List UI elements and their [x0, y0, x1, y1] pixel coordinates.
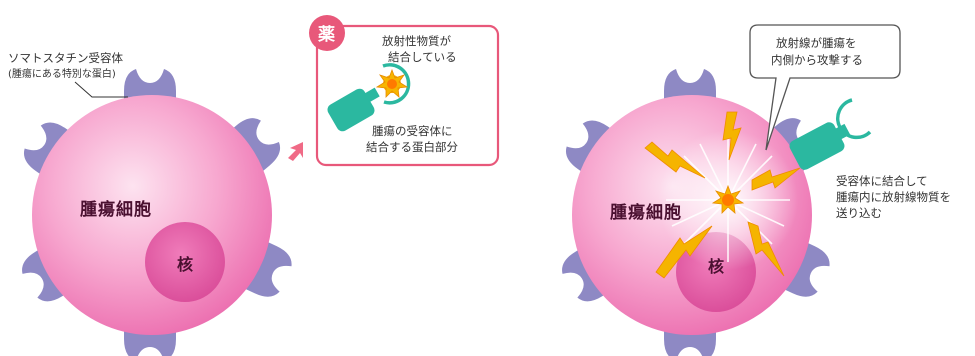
arrow-to-cell — [288, 142, 303, 161]
nucleus-label: 核 — [708, 257, 724, 276]
tumor-cell — [32, 95, 272, 335]
lightning-bolt — [644, 141, 706, 179]
nucleus-label: 核 — [177, 255, 193, 274]
side-line2: 腫瘍内に放射線物質を — [836, 190, 951, 204]
drug-bottom-line2: 結合する蛋白部分 — [366, 140, 458, 154]
cell-label: 腫瘍細胞 — [610, 202, 682, 223]
lightning-bolt — [722, 111, 742, 161]
callout-bubble — [749, 24, 901, 151]
radioactive-burst — [711, 184, 745, 214]
drug-badge-text: 薬 — [318, 25, 335, 45]
side-line3: 送り込む — [836, 206, 882, 220]
drug-badge — [309, 15, 345, 51]
drug-molecule-icon — [327, 63, 411, 132]
lightning-bolt — [655, 225, 713, 279]
lightning-bolt — [751, 167, 801, 191]
radiation-callout: 放射線が腫瘍を 内側から攻撃する — [749, 24, 901, 151]
drug-top-line1: 放射性物質が — [382, 34, 451, 48]
receptor-label: ソマトスタチン受容体 — [8, 51, 123, 65]
drug-molecule-icon — [789, 98, 872, 170]
receptor-leader-line — [74, 81, 128, 98]
drug-bottom-line1: 腫瘍の受容体に — [372, 124, 453, 138]
right-panel: 腫瘍細胞 核 放射線が腫瘍を 内側から攻撃する 受容体に結合して 腫瘍内に放射線… — [556, 24, 951, 356]
left-panel: 腫瘍細胞 核 ソマトスタチン受容体 (腫瘍にある特別な蛋白) 薬 放射性物質が … — [8, 15, 500, 356]
lightning-bolt — [747, 221, 785, 277]
lightning-bolts — [644, 111, 801, 279]
callout-line1: 放射線が腫瘍を — [776, 36, 857, 50]
side-line1: 受容体に結合して — [836, 174, 928, 188]
drug-top-line2: 結合している — [388, 50, 457, 64]
receptor-sublabel: (腫瘍にある特別な蛋白) — [8, 67, 116, 80]
drug-info-box: 薬 放射性物質が 結合している 腫瘍の受容体に 結合する蛋白部分 — [309, 15, 500, 167]
callout-line2: 内側から攻撃する — [771, 53, 863, 67]
nucleus — [145, 222, 225, 302]
cell-label: 腫瘍細胞 — [80, 199, 152, 220]
drug-box-frame — [315, 24, 500, 167]
